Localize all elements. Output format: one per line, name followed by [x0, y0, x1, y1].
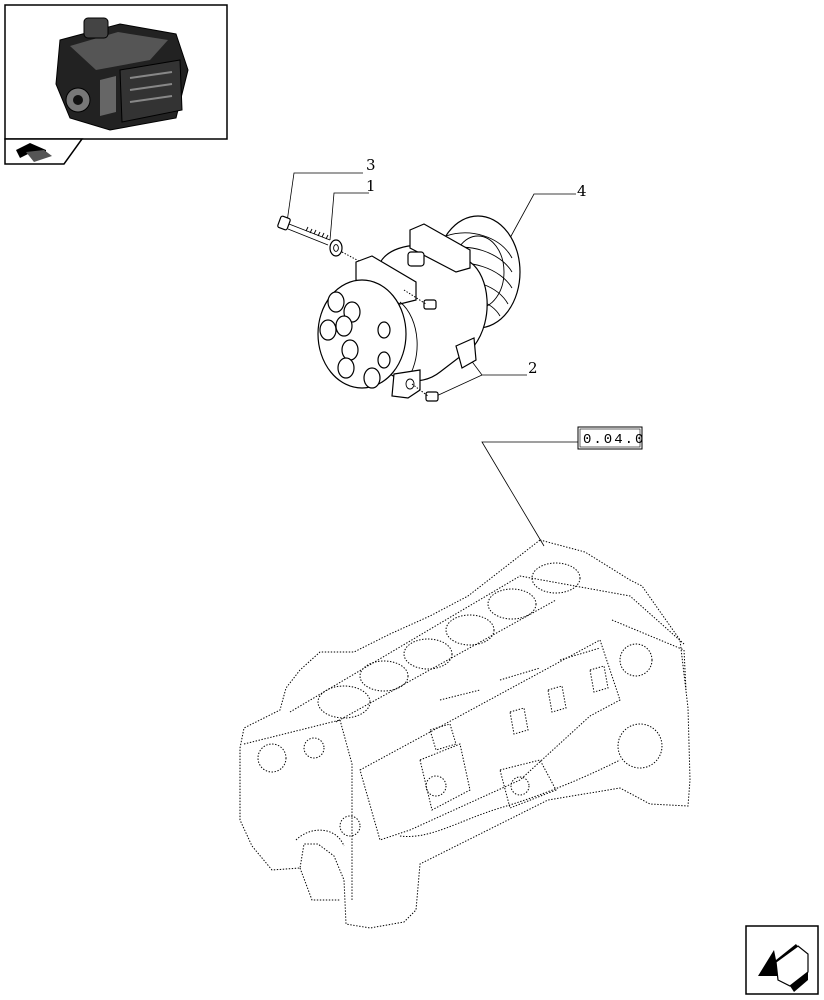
- engine-block-part: [239, 539, 691, 929]
- next-page-button[interactable]: [745, 925, 819, 995]
- cylinder-bores: [317, 562, 581, 719]
- callout-1: 1: [329, 177, 376, 241]
- callout-3: 3: [286, 156, 376, 223]
- callout-4-label: 4: [577, 182, 587, 200]
- reference-box[interactable]: 0.04.0: [481, 426, 645, 547]
- back-arrow-icon: [16, 143, 52, 162]
- next-page-arrow-icon: [758, 944, 809, 992]
- callout-1-label: 1: [366, 177, 376, 195]
- ac-compressor-part: [317, 215, 521, 402]
- back-tab[interactable]: [4, 138, 84, 165]
- bolt-part: [277, 215, 331, 246]
- engine-thumbnail[interactable]: [4, 4, 228, 140]
- callout-3-label: 3: [366, 156, 376, 174]
- engine-thumbnail-icon: [55, 17, 189, 131]
- callout-2-label: 2: [528, 359, 538, 377]
- reference-label: 0.04.0: [583, 432, 645, 448]
- callout-4: 4: [509, 182, 587, 239]
